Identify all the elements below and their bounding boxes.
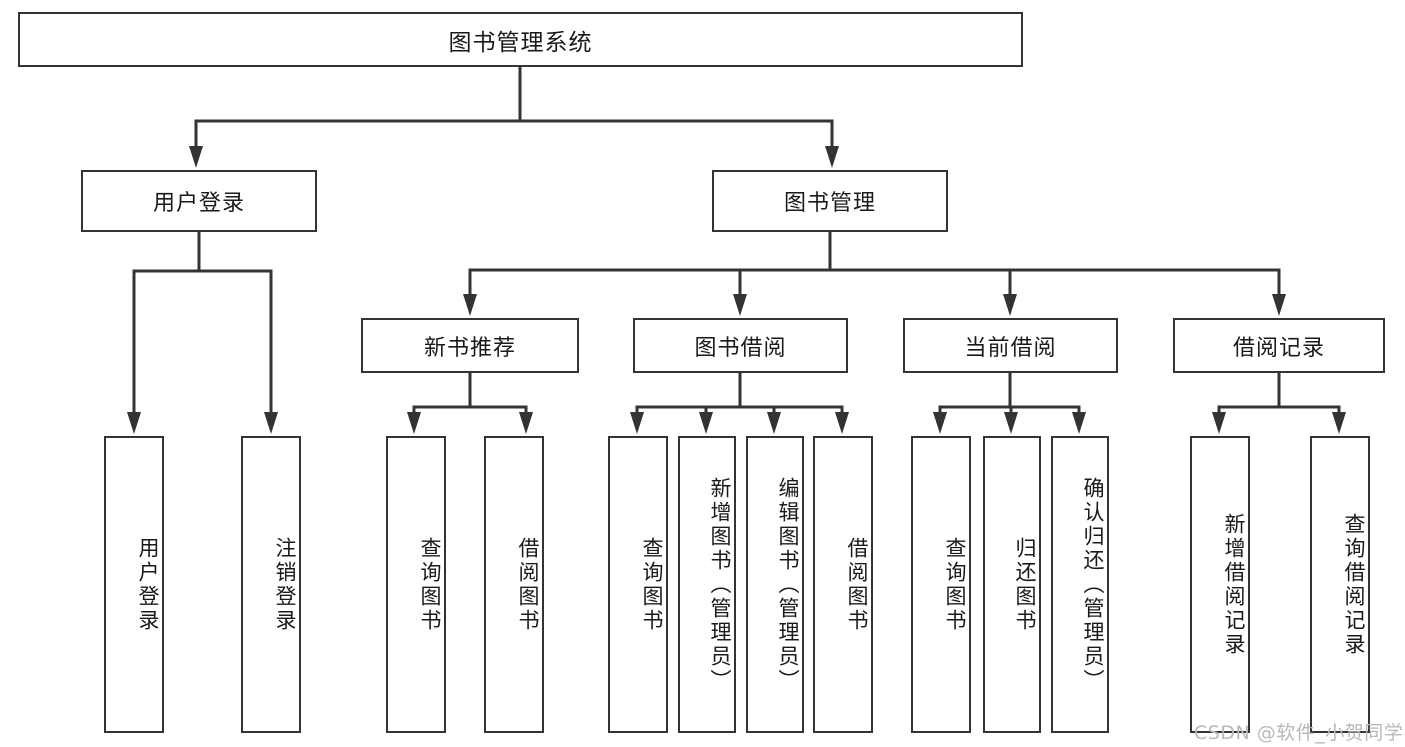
leaf-record-add-record[interactable]: 新增借阅记录 bbox=[1190, 436, 1250, 733]
leaf-newbook-query-book[interactable]: 查询图书 bbox=[386, 436, 446, 733]
leaf-borrow-edit-book-label: 编辑图书（管理员） bbox=[776, 476, 800, 693]
leaf-borrow-query-book-label: 查询图书 bbox=[640, 536, 664, 633]
leaf-record-query-record[interactable]: 查询借阅记录 bbox=[1310, 436, 1370, 733]
leaf-current-query-book[interactable]: 查询图书 bbox=[911, 436, 971, 733]
leaf-borrow-query-book[interactable]: 查询图书 bbox=[608, 436, 668, 733]
csdn-watermark: CSDN @软件_小贺同学 bbox=[1194, 722, 1404, 744]
leaf-borrow-add-book[interactable]: 新增图书（管理员） bbox=[678, 436, 736, 733]
node-book-borrow-label: 图书借阅 bbox=[694, 335, 787, 361]
leaf-newbook-query-book-label: 查询图书 bbox=[418, 536, 442, 633]
node-user-login-label: 用户登录 bbox=[152, 191, 245, 216]
leaf-borrow-borrow-book-label: 借阅图书 bbox=[845, 536, 869, 633]
leaf-logout-login-label: 注销登录 bbox=[273, 536, 297, 633]
leaf-newbook-borrow-book[interactable]: 借阅图书 bbox=[484, 436, 544, 733]
leaf-record-query-record-label: 查询借阅记录 bbox=[1342, 512, 1366, 657]
leaf-borrow-add-book-label: 新增图书（管理员） bbox=[708, 476, 732, 693]
node-current-borrow-label: 当前借阅 bbox=[964, 335, 1057, 361]
leaf-logout-login[interactable]: 注销登录 bbox=[241, 436, 301, 733]
leaf-current-query-book-label: 查询图书 bbox=[943, 536, 967, 633]
leaf-record-add-record-label: 新增借阅记录 bbox=[1222, 512, 1246, 657]
leaf-current-return-book[interactable]: 归还图书 bbox=[983, 436, 1041, 733]
leaf-borrow-borrow-book[interactable]: 借阅图书 bbox=[813, 436, 873, 733]
node-user-login[interactable]: 用户登录 bbox=[81, 170, 317, 232]
leaf-borrow-edit-book[interactable]: 编辑图书（管理员） bbox=[746, 436, 804, 733]
node-root-label: 图书管理系统 bbox=[448, 29, 593, 56]
node-root[interactable]: 图书管理系统 bbox=[18, 12, 1023, 67]
node-current-borrow[interactable]: 当前借阅 bbox=[903, 318, 1118, 373]
node-new-book-recommend[interactable]: 新书推荐 bbox=[361, 318, 579, 373]
node-book-borrow[interactable]: 图书借阅 bbox=[633, 318, 848, 373]
leaf-current-confirm-return[interactable]: 确认归还（管理员） bbox=[1051, 436, 1109, 733]
node-new-book-recommend-label: 新书推荐 bbox=[423, 335, 516, 361]
leaf-user-login-label: 用户登录 bbox=[136, 536, 160, 633]
leaf-user-login[interactable]: 用户登录 bbox=[104, 436, 164, 733]
node-borrow-record[interactable]: 借阅记录 bbox=[1173, 318, 1385, 373]
node-book-management-label: 图书管理 bbox=[783, 191, 876, 216]
leaf-current-confirm-return-label: 确认归还（管理员） bbox=[1081, 476, 1105, 693]
node-borrow-record-label: 借阅记录 bbox=[1232, 335, 1325, 361]
leaf-current-return-book-label: 归还图书 bbox=[1013, 536, 1037, 633]
leaf-newbook-borrow-book-label: 借阅图书 bbox=[516, 536, 540, 633]
node-book-management[interactable]: 图书管理 bbox=[712, 170, 948, 232]
